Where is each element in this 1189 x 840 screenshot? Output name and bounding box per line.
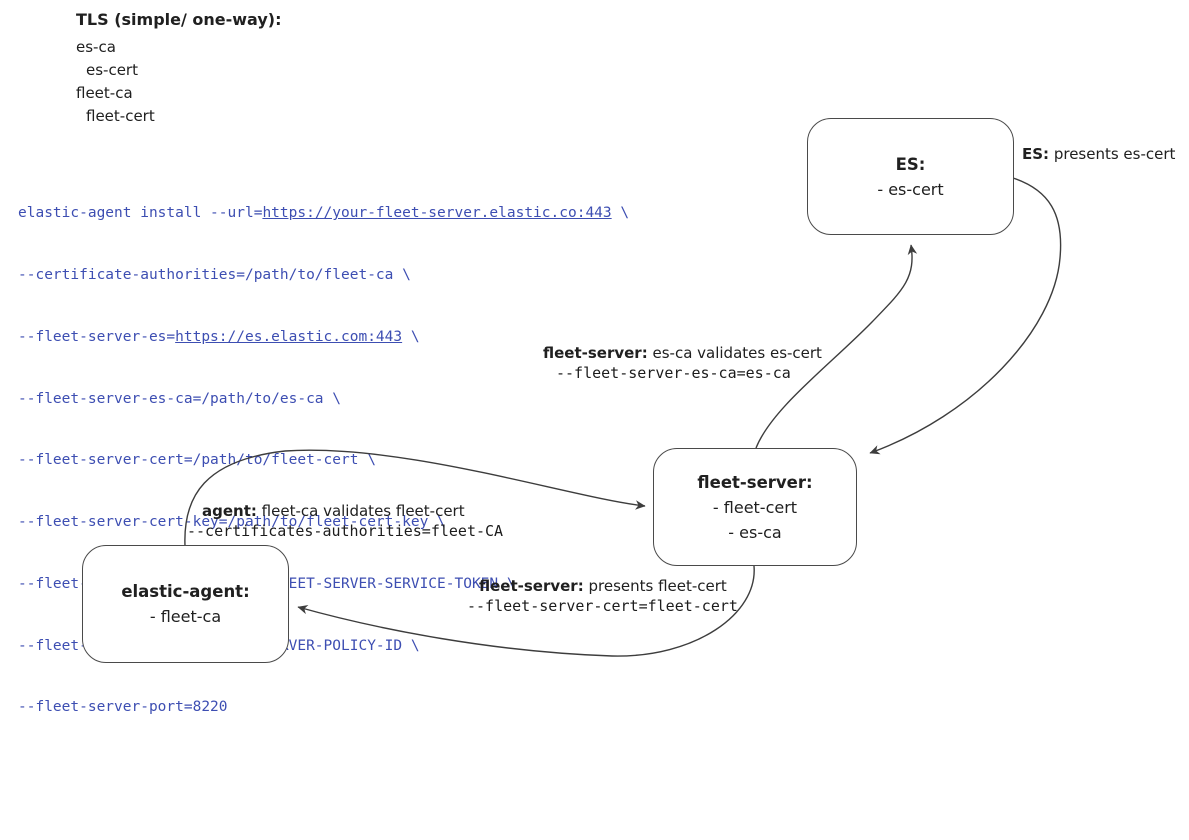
label-fleet-presents-prefix: fleet-server: <box>479 577 584 595</box>
command-line-1-post: \ <box>611 205 630 222</box>
node-elastic-agent-title: elastic-agent: <box>121 582 250 601</box>
es-url-link[interactable]: https://es.elastic.com:443 <box>175 328 403 345</box>
node-fleet-server-esca-line: - es-ca <box>728 522 782 542</box>
label-agent-validates-body: fleet-ca validates fleet-cert <box>256 502 465 520</box>
tls-legend-item-es-ca: es-ca <box>76 38 116 56</box>
tls-legend-item-es-cert: es-cert <box>86 61 138 79</box>
label-es-presents: ES: presents es-cert <box>1022 146 1175 163</box>
node-fleet-server: fleet-server: - fleet-cert - es-ca <box>653 448 857 566</box>
fleet-server-url-link[interactable]: https://your-fleet-server.elastic.co:443 <box>262 205 612 222</box>
command-line-3-pre: --fleet-server-es= <box>18 328 176 345</box>
label-fleet-validates: fleet-server: es-ca validates es-cert --… <box>543 345 822 382</box>
command-line-3: --fleet-server-es=https://es.elastic.com… <box>18 327 629 348</box>
label-fleet-presents-flag: --fleet-server-cert=fleet-cert <box>467 597 738 615</box>
tls-legend-title: TLS (simple/ one-way): <box>76 10 282 29</box>
command-line-1: elastic-agent install --url=https://your… <box>18 203 629 224</box>
label-es-presents-body: presents es-cert <box>1049 145 1176 163</box>
install-command-block: elastic-agent install --url=https://your… <box>18 162 629 759</box>
tls-legend-item-fleet-ca: fleet-ca <box>76 84 133 102</box>
label-agent-validates-prefix: agent: <box>202 502 257 520</box>
label-agent-validates-flag: --certificates-authorities=fleet-CA <box>187 522 504 540</box>
label-fleet-validates-body: es-ca validates es-cert <box>647 344 822 362</box>
command-line-1-pre: elastic-agent install --url= <box>18 205 263 222</box>
tls-legend: TLS (simple/ one-way): es-ca es-cert fle… <box>76 8 282 128</box>
label-fleet-presents-body: presents fleet-cert <box>583 577 727 595</box>
label-fleet-presents: fleet-server: presents fleet-cert --flee… <box>467 578 738 615</box>
label-agent-validates: agent: fleet-ca validates fleet-cert --c… <box>187 503 503 540</box>
node-es-title: ES: <box>895 154 926 174</box>
node-elastic-agent: elastic-agent: - fleet-ca <box>82 545 289 663</box>
node-elastic-agent-fleetca-line: - fleet-ca <box>149 607 222 626</box>
label-agent-validates-text: agent: fleet-ca validates fleet-cert <box>202 503 503 520</box>
label-fleet-validates-text: fleet-server: es-ca validates es-cert <box>543 345 822 362</box>
label-fleet-validates-flag: --fleet-server-es-ca=es-ca <box>556 364 791 382</box>
node-es: ES: - es-cert <box>807 118 1014 235</box>
label-fleet-presents-text: fleet-server: presents fleet-cert <box>479 578 738 595</box>
command-line-2: --certificate-authorities=/path/to/fleet… <box>18 266 411 283</box>
label-es-presents-text: ES: presents es-cert <box>1022 146 1175 163</box>
tls-legend-item-fleet-cert: fleet-cert <box>86 107 155 125</box>
node-es-cert-line: - es-cert <box>877 179 944 199</box>
command-line-9: --fleet-server-port=8220 <box>18 699 228 716</box>
label-fleet-validates-prefix: fleet-server: <box>543 344 648 362</box>
label-es-presents-prefix: ES: <box>1022 145 1050 163</box>
node-fleet-server-cert-line: - fleet-cert <box>712 497 798 517</box>
command-line-3-post: \ <box>402 328 420 345</box>
command-line-5: --fleet-server-cert=/path/to/fleet-cert … <box>18 452 376 469</box>
command-line-4: --fleet-server-es-ca=/path/to/es-ca \ <box>18 390 342 407</box>
node-fleet-server-title: fleet-server: <box>697 472 813 492</box>
